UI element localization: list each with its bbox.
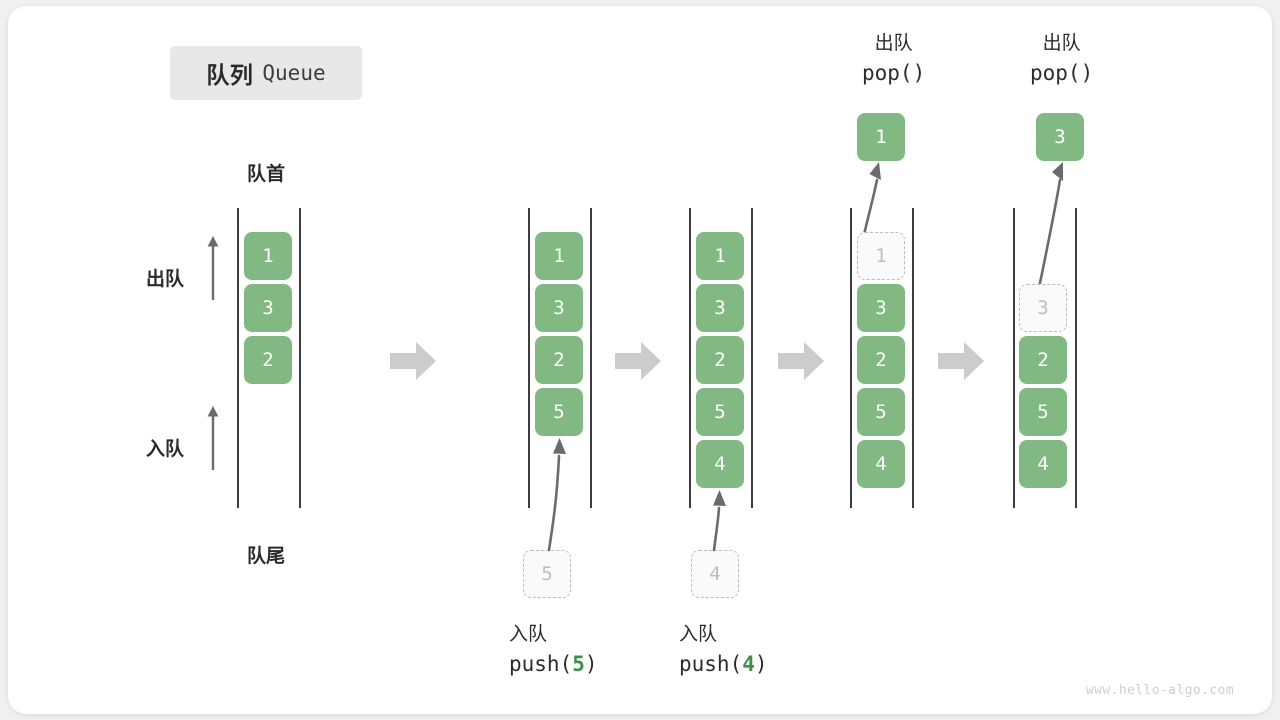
queue-head-label: 队首	[246, 164, 285, 185]
queue-item: 2	[696, 336, 744, 384]
enqueue-direction-arrow-icon	[207, 406, 219, 470]
pop-caption: 出队 pop()	[1030, 30, 1093, 88]
queue-item: 5	[696, 388, 744, 436]
step-arrow-icon	[615, 342, 661, 380]
title-label-cn: 队列	[206, 62, 254, 88]
rail-left	[689, 208, 691, 508]
step-arrow-icon	[390, 342, 436, 380]
queue-item: 3	[244, 284, 292, 332]
queue-item: 3	[857, 284, 905, 332]
queue-item: 1	[696, 232, 744, 280]
pop-caption-code: pop()	[862, 60, 926, 85]
rail-left	[528, 208, 530, 508]
queue-item: 2	[857, 336, 905, 384]
queue-item: 2	[244, 336, 292, 384]
diagram-title-badge: 队列 Queue	[170, 46, 362, 100]
popped-item: 1	[857, 113, 905, 161]
rail-right	[912, 208, 914, 508]
rail-left	[1013, 208, 1015, 508]
pop-caption-cn: 出队	[874, 33, 913, 54]
rail-left	[237, 208, 239, 508]
ghost-item: 4	[691, 550, 739, 598]
queue-tail-label: 队尾	[246, 546, 285, 567]
queue-item-new: 5	[535, 388, 583, 436]
ghost-item: 3	[1019, 284, 1067, 332]
ghost-item: 5	[523, 550, 571, 598]
queue-item: 4	[1019, 440, 1067, 488]
dequeue-direction-arrow-icon	[207, 236, 219, 300]
step-arrow-icon	[778, 342, 824, 380]
pop-caption: 出队 pop()	[862, 30, 925, 88]
queue-item: 1	[535, 232, 583, 280]
queue-item: 2	[1019, 336, 1067, 384]
enqueue-direction-label: 入队	[146, 439, 185, 460]
queue-item-new: 4	[696, 440, 744, 488]
push-caption-code: push(5)	[509, 651, 598, 676]
step-arrow-icon	[938, 342, 984, 380]
dequeue-direction-label: 出队	[146, 269, 185, 290]
push-caption-cn: 入队	[509, 624, 548, 645]
push-caption-cn: 入队	[679, 624, 718, 645]
ghost-item: 1	[857, 232, 905, 280]
queue-item: 5	[857, 388, 905, 436]
queue-item: 3	[535, 284, 583, 332]
rail-right	[751, 208, 753, 508]
queue-item: 2	[535, 336, 583, 384]
push-caption: 入队 push(4)	[679, 621, 768, 679]
watermark: www.hello-algo.com	[1085, 683, 1234, 698]
push-caption-code: push(4)	[679, 651, 768, 676]
title-label-en: Queue	[262, 61, 326, 85]
pop-caption-cn: 出队	[1042, 33, 1081, 54]
queue-item: 4	[857, 440, 905, 488]
rail-right	[590, 208, 592, 508]
rail-right	[1075, 208, 1077, 508]
rail-left	[850, 208, 852, 508]
push-caption: 入队 push(5)	[509, 621, 598, 679]
queue-item: 1	[244, 232, 292, 280]
pop-caption-code: pop()	[1030, 60, 1094, 85]
rail-right	[299, 208, 301, 508]
queue-item: 5	[1019, 388, 1067, 436]
queue-item: 3	[696, 284, 744, 332]
popped-item: 3	[1036, 113, 1084, 161]
